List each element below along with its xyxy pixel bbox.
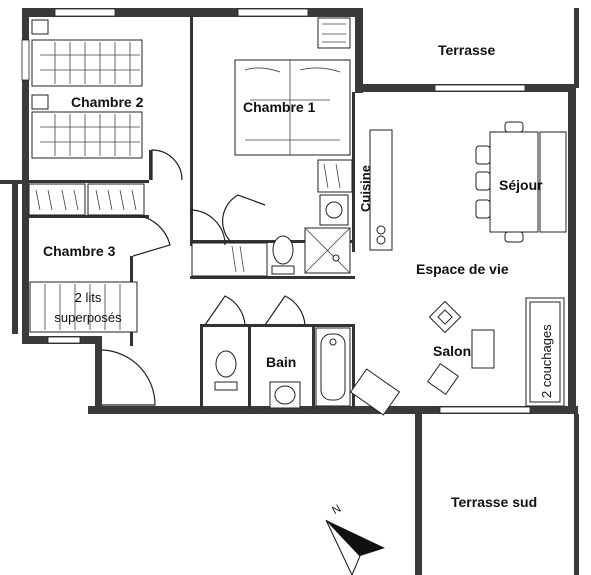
doors bbox=[101, 149, 306, 406]
room-label-salon: Salon bbox=[433, 343, 471, 359]
chambre3-note-line1: 2 lits bbox=[75, 290, 102, 305]
room-label-terrasse-sud: Terrasse sud bbox=[451, 494, 537, 510]
room-label-sejour: Séjour bbox=[499, 177, 543, 193]
room-label-chambre3: Chambre 3 bbox=[43, 243, 116, 259]
room-label-cuisine: Cuisine bbox=[358, 165, 373, 212]
chambre3-bunk bbox=[29, 281, 138, 333]
wardrobes bbox=[28, 17, 353, 277]
living-furniture bbox=[349, 297, 565, 416]
room-label-chambre2: Chambre 2 bbox=[71, 94, 144, 110]
kitchen-counter bbox=[319, 129, 393, 251]
room-label-espace-de-vie: Espace de vie bbox=[416, 261, 509, 277]
ensuite-bathroom bbox=[271, 227, 351, 275]
room-label-bain: Bain bbox=[266, 354, 296, 370]
chambre2-beds bbox=[31, 19, 143, 159]
sofa-note: 2 couchages bbox=[539, 324, 554, 398]
room-label-chambre1: Chambre 1 bbox=[243, 99, 316, 115]
chambre3-note-line2: superposés bbox=[54, 310, 122, 325]
chambre1-bed bbox=[234, 59, 351, 156]
windows bbox=[21, 8, 531, 414]
bathroom-fixtures bbox=[214, 327, 351, 409]
room-label-terrasse: Terrasse bbox=[438, 42, 496, 58]
compass: N bbox=[325, 503, 385, 575]
compass-north-label: N bbox=[330, 503, 343, 517]
dining-table bbox=[475, 121, 567, 243]
